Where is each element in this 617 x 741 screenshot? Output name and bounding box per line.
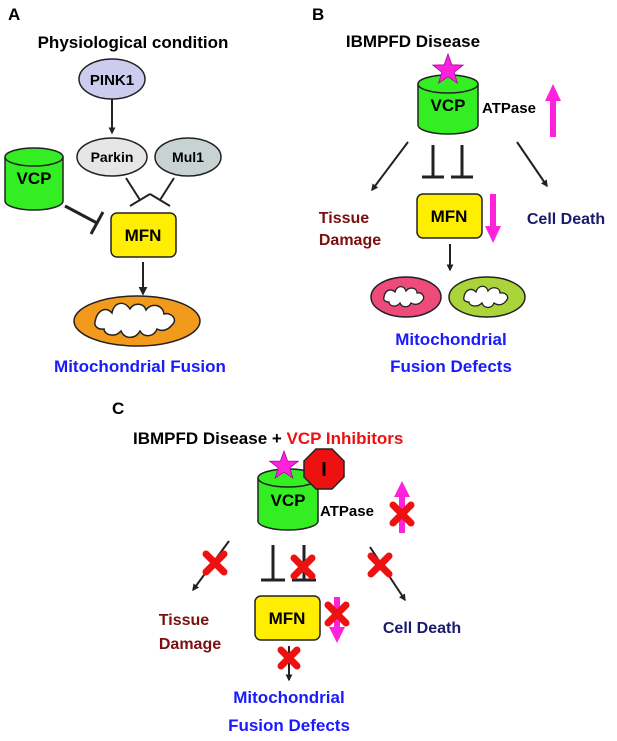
mitochondrion-icon	[448, 276, 526, 318]
vcp-cylinder-c: VCP	[257, 468, 319, 531]
panel-c-title-part1: IBMPFD Disease +	[133, 429, 287, 448]
panel-b-title: IBMPFD Disease	[346, 32, 480, 51]
vcp-label-c: VCP	[271, 491, 306, 510]
star-icon	[268, 449, 300, 480]
parkin-inhibit-mfn	[125, 177, 151, 207]
atpase-label-b: ATPase	[482, 100, 536, 117]
tissue-damage-c-line1: Tissue	[159, 612, 210, 629]
mitochondrion-icon	[370, 276, 442, 318]
vcp-cylinder-a: VCP	[4, 147, 64, 211]
panel-b: B IBMPFD Disease VCP ATPase Tissue Damag…	[312, 5, 605, 376]
cell-death-b: Cell Death	[527, 211, 605, 228]
panel-c-title-part2: VCP Inhibitors	[287, 429, 404, 448]
mfn-node-c	[254, 595, 321, 641]
parkin-label: Parkin	[91, 149, 134, 165]
atpase-label-c: ATPase	[320, 503, 374, 520]
mfn-label-b: MFN	[431, 207, 468, 226]
mfn-node-a	[110, 212, 177, 258]
down-arrow-icon	[485, 194, 501, 243]
panel-c: C IBMPFD Disease + VCP Inhibitors VCP I …	[112, 399, 461, 735]
vcp-label-b: VCP	[431, 96, 466, 115]
x-mark-icon	[367, 552, 393, 578]
vcp-cylinder-b: VCP	[417, 74, 479, 135]
panel-a-outcome: Mitochondrial Fusion	[54, 357, 226, 376]
mfn-node-b	[416, 193, 483, 239]
panel-c-letter: C	[112, 399, 124, 418]
mfn-label-c: MFN	[269, 609, 306, 628]
mitochondrion-icon	[73, 295, 201, 347]
panel-c-outcome-line1: Mitochondrial	[233, 688, 344, 707]
mul1-label: Mul1	[172, 149, 204, 165]
tissue-damage-b-line2: Damage	[319, 232, 381, 249]
pink1-label: PINK1	[90, 72, 134, 89]
x-mark-icon	[277, 646, 301, 670]
vcp-label-a: VCP	[17, 169, 52, 188]
panel-c-outcome-line2: Fusion Defects	[228, 716, 350, 735]
mul1-inhibit-mfn	[149, 177, 175, 207]
x-mark-icon	[202, 550, 228, 576]
panel-b-outcome-line2: Fusion Defects	[390, 357, 512, 376]
mul1-node	[154, 137, 222, 177]
tissue-damage-c-line2: Damage	[159, 636, 221, 653]
x-mark-icon	[324, 601, 350, 627]
panel-b-outcome-line1: Mitochondrial	[395, 330, 506, 349]
mfn-label-a: MFN	[125, 226, 162, 245]
inhibitor-symbol: I	[321, 459, 327, 481]
vcp-to-tissue-arrow-b	[371, 141, 409, 192]
panel-c-title: IBMPFD Disease + VCP Inhibitors	[133, 429, 403, 448]
x-mark-icon	[389, 501, 415, 527]
vcp-to-death-arrow-b	[516, 141, 548, 188]
panel-a-title: Physiological condition	[38, 33, 229, 52]
cell-death-c: Cell Death	[383, 620, 461, 637]
x-mark-icon	[290, 554, 316, 580]
panel-a-letter: A	[8, 5, 20, 24]
vcp-inhibit-mfn	[64, 204, 105, 235]
panel-b-letter: B	[312, 5, 324, 24]
star-icon	[431, 52, 465, 85]
vcp-inhibit-mfn-b	[422, 145, 473, 179]
panel-a: A Physiological condition PINK1 Parkin M…	[4, 5, 229, 376]
parkin-node	[76, 137, 148, 177]
stop-sign-icon: I	[303, 448, 345, 490]
tissue-damage-b-line1: Tissue	[319, 210, 370, 227]
up-arrow-icon	[545, 84, 561, 137]
